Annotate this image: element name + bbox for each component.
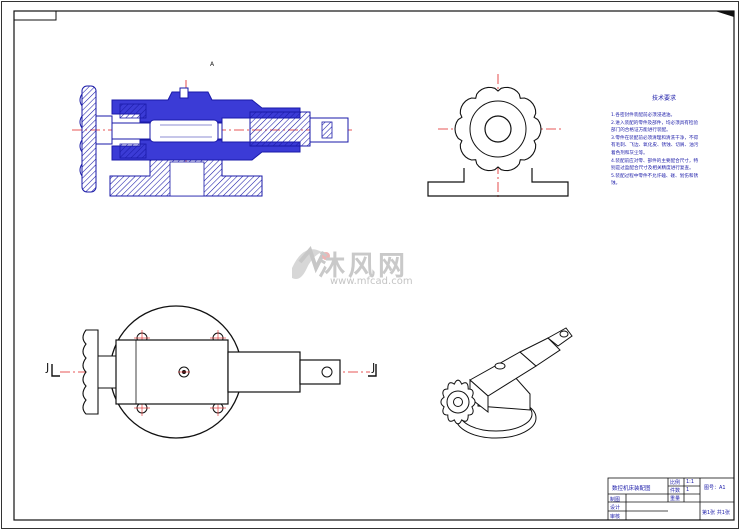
requirement-line: 有毛刺、飞边、氧化皮、锈蚀、切屑、油污 — [611, 143, 699, 149]
front-section-view — [72, 80, 352, 197]
requirement-line: 4.装配前应对零、部件的主要配合尺寸，特 — [611, 158, 699, 164]
top-view — [51, 305, 377, 439]
body-block-top — [115, 339, 229, 405]
section-label-left: J — [46, 361, 50, 374]
scale-value: 1:1 — [686, 479, 695, 485]
tech-requirements-list: 1.各密封件装配前必须浸透油。 2.进入装配的零件及部件，均必须具有检验 部门的… — [611, 112, 733, 188]
designed-label: 设计 — [610, 505, 621, 511]
mfcad-logo — [292, 245, 330, 279]
qty-label: 件数 — [670, 488, 681, 494]
requirement-line: 部门的合格证方能进行装配。 — [611, 128, 671, 134]
weight-label: 重量 — [670, 496, 681, 502]
requirement-line: 5.装配过程中零件不允许磕、碰、划伤和锈 — [611, 173, 699, 179]
shaft-end-top — [299, 359, 341, 385]
corner-box — [13, 10, 57, 21]
top-right-mark — [715, 11, 734, 17]
view-mark: A — [210, 61, 215, 68]
title-block-title: 数控机床装配图 — [612, 486, 651, 492]
drawn-label: 制图 — [610, 497, 621, 503]
side-view — [427, 74, 569, 200]
tech-requirements-title: 技术要求 — [652, 95, 677, 102]
isometric-view — [440, 327, 573, 439]
sheet-info: 第1张 共1张 — [702, 510, 730, 516]
requirement-line: 1.各密封件装配前必须浸透油。 — [611, 113, 676, 118]
reviewed-label: 审核 — [610, 514, 621, 520]
requirement-line: 蚀。 — [611, 181, 621, 187]
section-label-right: J — [372, 361, 376, 374]
requirement-line: 别是过盈配合尺寸及相关精度进行复查。 — [611, 166, 694, 172]
drawing-number: 图号：A1 — [704, 485, 726, 491]
inner-frame — [13, 10, 735, 521]
section-arrow-left — [51, 364, 60, 377]
side-base — [427, 168, 569, 197]
sleeve-top — [227, 351, 301, 393]
qty-value: 1 — [686, 487, 690, 493]
requirement-line: 着色剂和灰尘等。 — [611, 150, 648, 156]
requirement-line: 2.进入装配的零件及部件，均必须具有检验 — [611, 120, 699, 126]
watermark-url: www.mfcad.com — [330, 276, 413, 287]
section-arrow-right — [368, 364, 377, 377]
watermark-text: 沐风网 — [318, 251, 408, 282]
title-block — [607, 477, 735, 521]
wheel-hub — [469, 100, 527, 158]
wheel-bore — [484, 115, 512, 143]
knurled-wheel-outline — [454, 86, 542, 172]
scale-label: 比例 — [670, 480, 681, 486]
requirement-line: 3.零件在装配前必须清理和清洗干净，不得 — [611, 135, 699, 141]
handwheel-top — [82, 329, 99, 415]
handwheel-section — [81, 85, 97, 193]
